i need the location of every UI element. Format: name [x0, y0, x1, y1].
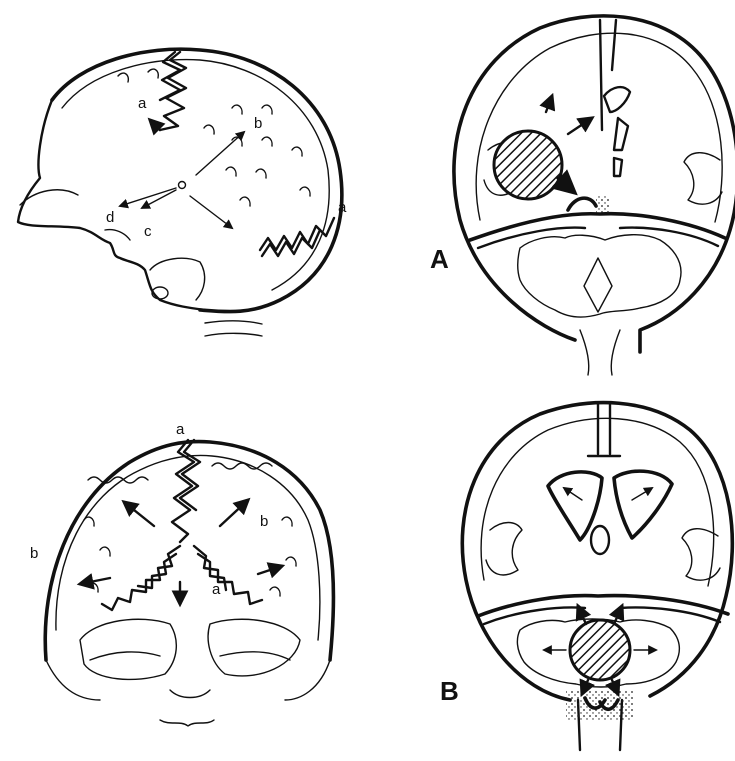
- label-frontal-b-left: b: [30, 545, 38, 562]
- falx-b: [588, 404, 620, 456]
- arrow-icon: [546, 96, 552, 112]
- lateral-sulcus-left-b: [486, 523, 522, 575]
- coronal-suture-left: [102, 546, 180, 610]
- frontal-cheek-left: [46, 660, 100, 700]
- arrow-icon: [220, 500, 248, 526]
- label-b: b: [254, 115, 262, 132]
- tentorium: [470, 214, 725, 240]
- label-d: d: [106, 209, 114, 226]
- lateral-gyri: [118, 69, 310, 206]
- arrow-icon: [258, 566, 282, 574]
- label-frontal-a-bottom: a: [212, 581, 221, 598]
- arrow-icon: [632, 488, 652, 500]
- coronal-section-b: B: [440, 403, 732, 750]
- label-c: c: [144, 223, 152, 240]
- lateral-skull-diagram: a b a d c: [18, 49, 347, 336]
- arrow-icon: [150, 120, 160, 130]
- eye-socket-right: [208, 619, 300, 676]
- ventricle-left: [604, 87, 630, 112]
- frontal-cheek-right: [285, 660, 330, 700]
- falx: [600, 20, 616, 130]
- herniation-bulge: [568, 198, 596, 210]
- label-frontal-a-top: a: [176, 421, 185, 438]
- eye-socket-left: [80, 619, 176, 679]
- dilated-ventricle-right: [614, 471, 672, 538]
- dotted-region: [596, 196, 610, 214]
- lateral-skull-outline: [52, 49, 342, 312]
- arrow-icon: [568, 118, 592, 134]
- nose-mouth: [160, 690, 214, 726]
- arrow-icon: [196, 132, 244, 175]
- hatched-mass: [570, 620, 630, 680]
- arrow-icon: [142, 190, 176, 208]
- lateral-sulcus-right: [684, 153, 722, 204]
- coronal-suture-right: [194, 546, 262, 604]
- fourth-ventricle: [584, 258, 612, 312]
- frontal-skull-diagram: a b b a: [30, 421, 333, 726]
- lateral-jaw: [150, 258, 205, 300]
- arrow-icon: [124, 502, 154, 526]
- panel-label-a: A: [430, 244, 449, 274]
- frontal-skull-outline: [45, 442, 333, 660]
- arrow-icon: [190, 196, 232, 228]
- lateral-face-profile: [18, 100, 205, 310]
- brainstem: [580, 330, 620, 375]
- neck-line: [205, 321, 262, 336]
- coronal-section-a: A: [430, 16, 735, 375]
- arrow-icon: [564, 488, 582, 500]
- origin-point: [179, 182, 186, 189]
- arrow-icon: [120, 188, 176, 206]
- cerebellum: [518, 235, 681, 317]
- label-a-top: a: [138, 95, 147, 112]
- third-ventricle-b: [591, 526, 609, 554]
- label-a-right: a: [338, 199, 347, 216]
- ventricle-third: [614, 118, 628, 150]
- panel-label-b: B: [440, 676, 459, 706]
- section-a-outer: [454, 16, 735, 352]
- arrow-icon: [558, 178, 574, 192]
- hatched-mass: [494, 131, 562, 199]
- label-frontal-b-right: b: [260, 513, 268, 530]
